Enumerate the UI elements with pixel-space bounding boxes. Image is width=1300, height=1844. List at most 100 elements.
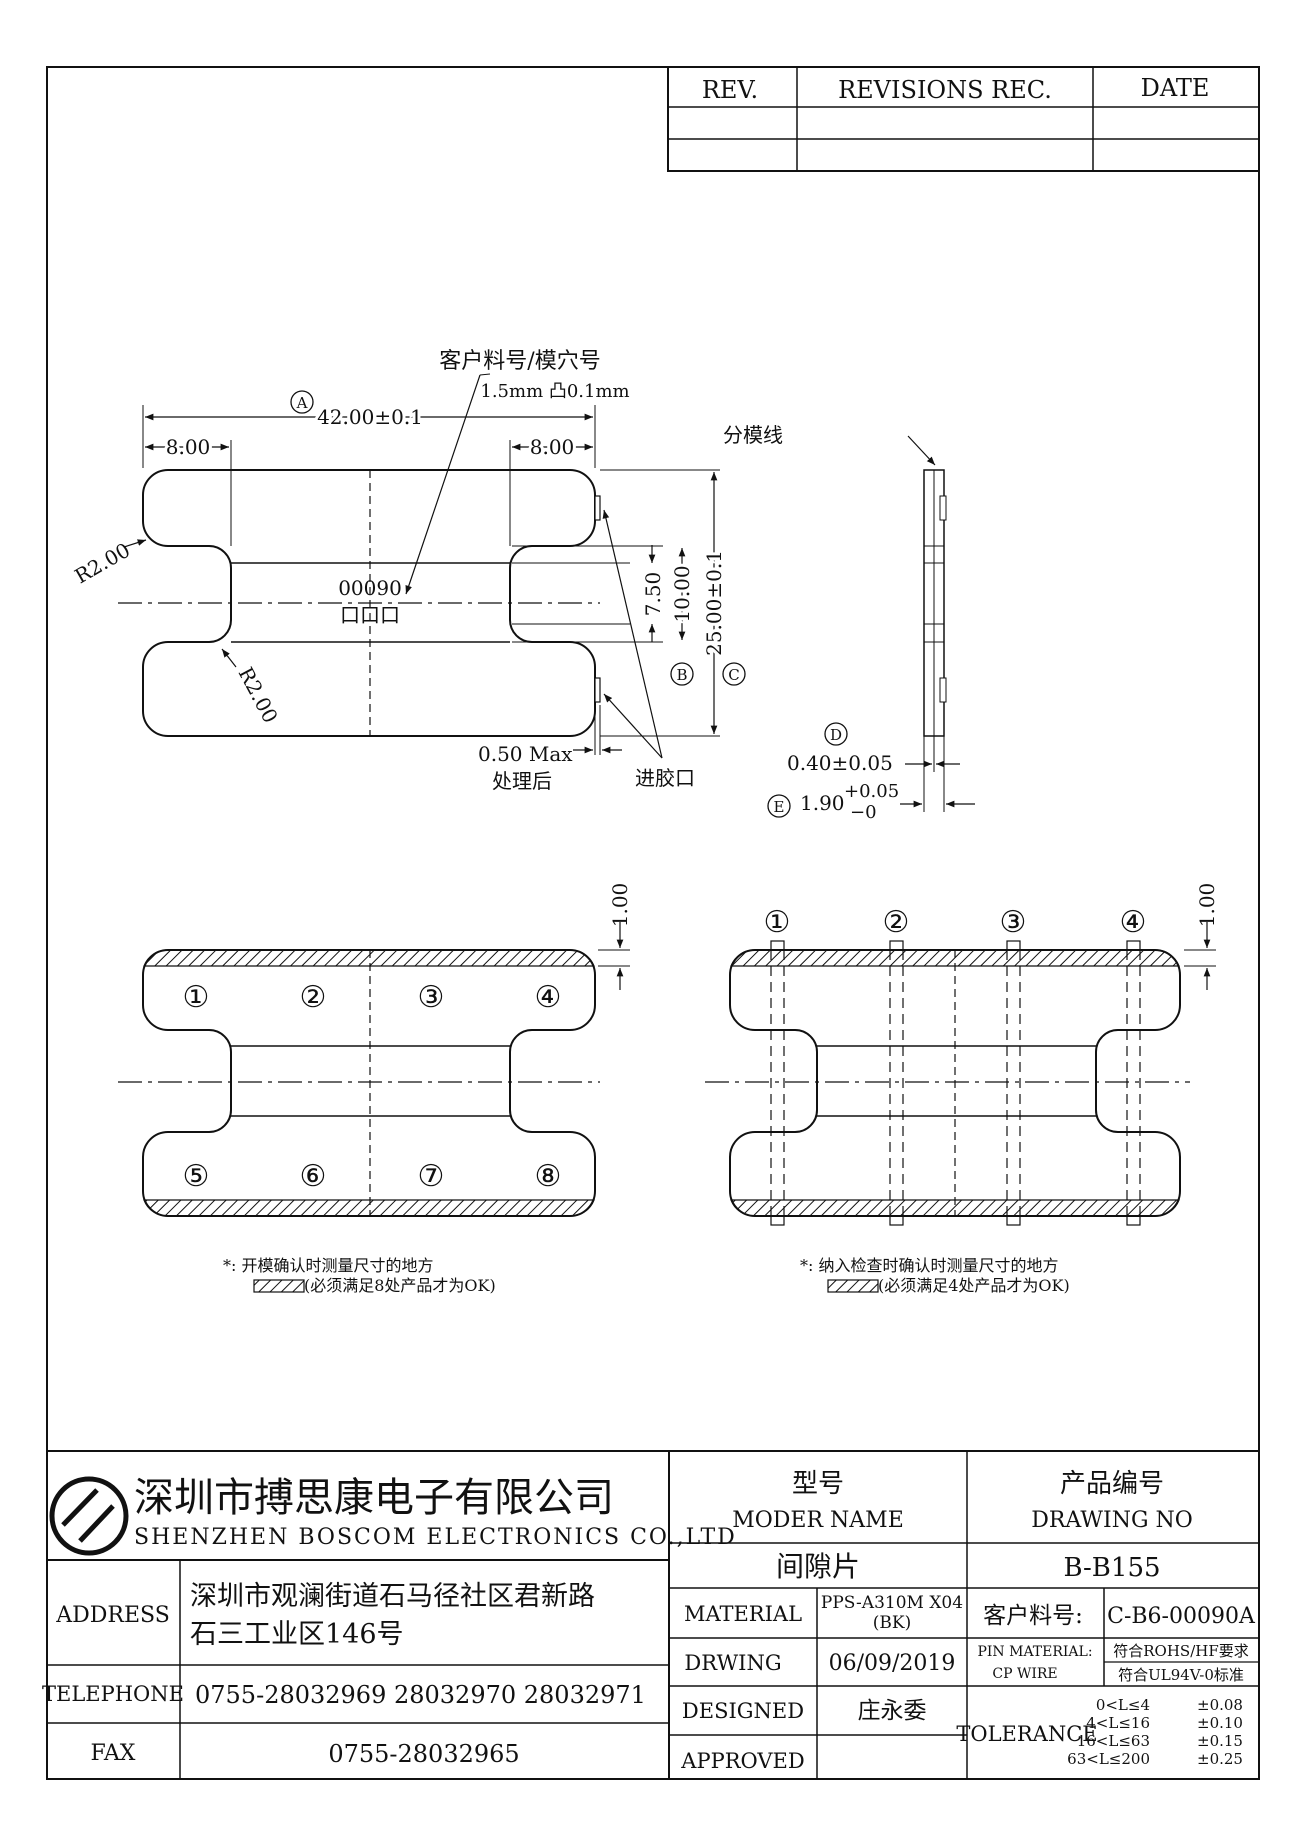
date-header: DATE: [1141, 74, 1210, 102]
dim-d-letter: D: [830, 726, 842, 744]
dim-c-value: 25.00±0.1: [702, 550, 726, 656]
approved-label: APPROVED: [680, 1749, 804, 1773]
drawing-date: 06/09/2019: [829, 1651, 956, 1676]
dim-left-width: 8.00: [166, 435, 211, 459]
left-thickness: 1.00: [608, 883, 632, 928]
gate-processed: 处理后: [492, 769, 552, 793]
dim-e-letter: E: [774, 798, 785, 816]
designed-label: DESIGNED: [682, 1699, 804, 1723]
dim-right-width: 8.00: [530, 435, 575, 459]
dim-b-letter: B: [676, 666, 687, 684]
cavity-boxes: 口口口: [340, 603, 400, 627]
point-8: ⑧: [535, 1159, 562, 1194]
tolerance-value: ±0.10: [1197, 1714, 1243, 1732]
part-number: 00090: [338, 576, 402, 600]
point-1: ①: [183, 980, 210, 1015]
dim-e-plus: +0.05: [844, 781, 899, 802]
dim-left-bg: 8.00: [166, 435, 211, 459]
company-name-cn: 深圳市搏思康电子有限公司: [134, 1475, 614, 1521]
rev-header: REV.: [702, 76, 758, 104]
address-line2: 石三工业区146号: [190, 1619, 404, 1650]
radius-bottom-label: R2.00: [234, 663, 283, 727]
top-view: 客户料号/模穴号 1.5mm 凸0.1mm A 42.00±0.1 42.00±…: [71, 349, 746, 793]
material-value-line1: PPS-A310M X04: [821, 1593, 963, 1613]
measure-view-left: 1.00 ① ② ③ ④ ⑤ ⑥ ⑦ ⑧ *: 开模确认时测量尺寸的地方 (必须…: [118, 883, 632, 1295]
right-note-line2: (必须满足4处产品才为OK): [878, 1276, 1070, 1295]
cp-wire-label: CP WIRE: [992, 1666, 1057, 1682]
material-label: MATERIAL: [684, 1602, 802, 1626]
title-block: [47, 1450, 1259, 1779]
radius-top-label: R2.00: [71, 538, 135, 589]
fax-value: 0755-28032965: [328, 1740, 519, 1768]
telephone-label: TELEPHONE: [42, 1682, 184, 1706]
gate-max-dim: 0.50 Max: [478, 742, 573, 766]
dim-e-value: 1.90: [800, 791, 845, 815]
model-label-cn: 型号: [792, 1469, 844, 1499]
revision-table: REV. REVISIONS REC. DATE: [667, 66, 1260, 172]
fax-label: FAX: [91, 1741, 136, 1766]
right-thickness: 1.00: [1195, 883, 1219, 928]
address-label: ADDRESS: [55, 1603, 170, 1628]
hatch-legend-right: [827, 1279, 879, 1293]
dim-d-value: 0.40±0.05: [787, 751, 893, 775]
dim-c-letter: C: [728, 666, 739, 684]
tolerance-range: 4<L≤16: [1086, 1714, 1150, 1732]
address-line1: 深圳市观澜街道石马径社区君新路: [190, 1581, 595, 1612]
company-name-en: SHENZHEN BOSCOM ELECTRONICS CO.,LTD: [134, 1525, 737, 1550]
tolerance-label: TOLERANCE: [956, 1722, 1097, 1746]
point-4: ④: [535, 980, 562, 1015]
point-3: ③: [418, 980, 445, 1015]
model-value: 间隙片: [776, 1550, 860, 1583]
dim-a-value: 42.00±0.1: [317, 405, 423, 429]
drawing-label-en: DRAWING NO: [1031, 1508, 1193, 1533]
company-logo: [49, 1476, 129, 1556]
dim-b-value: 10.00: [670, 565, 694, 622]
dim-a-letter: A: [296, 394, 308, 412]
check-point-1: ①: [764, 905, 791, 940]
dim-a-circle: [290, 390, 314, 414]
check-point-2: ②: [883, 905, 910, 940]
dim-a-bg: 42.00±0.1: [317, 405, 423, 429]
material-value-line2: (BK): [873, 1613, 911, 1633]
sheet-border: [46, 66, 1260, 1780]
point-6: ⑥: [300, 1159, 327, 1194]
drawing-number: B-B155: [1063, 1553, 1160, 1583]
dim-b-circle: [670, 662, 694, 686]
tolerance-range: 0<L≤4: [1096, 1696, 1150, 1714]
dim-b-bg: 10.00: [670, 565, 694, 622]
check-point-4: ④: [1120, 905, 1147, 940]
dim-d-circle: [824, 722, 848, 746]
dim-inner: 7.50: [641, 572, 665, 617]
dim-e-circle: [767, 794, 791, 818]
left-note-line2: (必须满足8处产品才为OK): [304, 1276, 496, 1295]
point-7: ⑦: [418, 1159, 445, 1194]
side-view: 分模线 D 0.40±0.05 E 1.90 +0.05 −0: [723, 423, 975, 823]
dim-c-circle: [722, 662, 746, 686]
tolerance-range: 16<L≤63: [1077, 1732, 1150, 1750]
drawing-date-label: DRWING: [684, 1651, 781, 1675]
ul-compliance: 符合UL94V-0标准: [1118, 1666, 1244, 1684]
check-point-3: ③: [1000, 905, 1027, 940]
left-note-line1: *: 开模确认时测量尺寸的地方: [223, 1256, 433, 1275]
gate-label: 进胶口: [635, 766, 695, 790]
point-5: ⑤: [183, 1159, 210, 1194]
tolerance-value: ±0.25: [1197, 1750, 1243, 1768]
callout-emboss: 1.5mm 凸0.1mm: [480, 381, 629, 402]
revisions-header: REVISIONS REC.: [838, 76, 1052, 104]
parting-line-label: 分模线: [723, 423, 783, 447]
pin-material-label: PIN MATERIAL:: [977, 1644, 1092, 1660]
tolerance-table: 0<L≤4 ±0.08 4<L≤16 ±0.10 16<L≤63 ±0.15 6…: [1067, 1696, 1243, 1768]
telephone-value: 0755-28032969 28032970 28032971: [195, 1681, 646, 1709]
tolerance-range: 63<L≤200: [1067, 1750, 1150, 1768]
customer-pn-value: C-B6-00090A: [1107, 1604, 1256, 1629]
model-label-en: MODER NAME: [732, 1508, 904, 1533]
right-note-line1: *: 纳入检查时确认时测量尺寸的地方: [800, 1256, 1058, 1275]
dim-c-bg: 25.00±0.1: [702, 550, 726, 656]
designer-name: 庄永委: [858, 1698, 927, 1724]
drawing-label-cn: 产品编号: [1060, 1469, 1164, 1499]
point-2: ②: [300, 980, 327, 1015]
callout-customer-pn: 客户料号/模穴号: [439, 349, 600, 374]
tolerance-value: ±0.15: [1197, 1732, 1243, 1750]
tolerance-value: ±0.08: [1197, 1696, 1243, 1714]
